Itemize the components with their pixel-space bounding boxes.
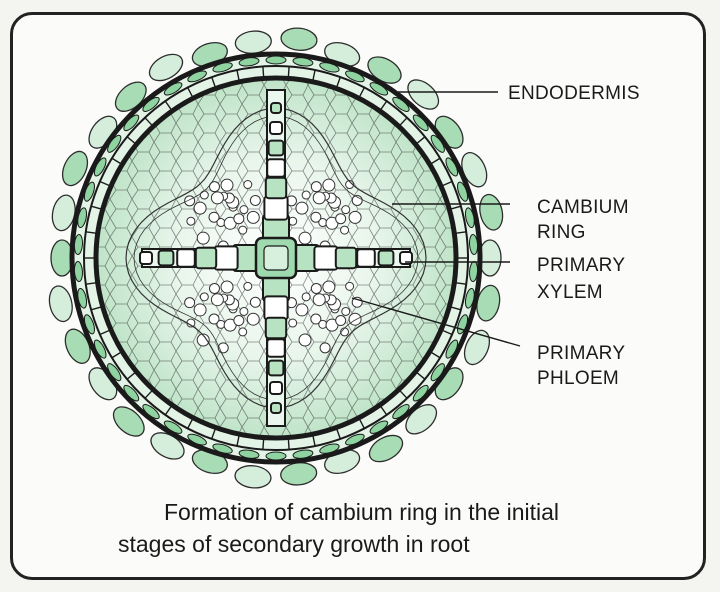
- epidermis-cell: [407, 79, 440, 110]
- epidermis-cell: [463, 329, 491, 366]
- caption-line1: Formation of cambium ring in the initial: [164, 499, 559, 525]
- epidermis-cell: [280, 27, 318, 51]
- epidermis-cell: [48, 285, 73, 323]
- label-phloem-line2: PHLOEM: [537, 368, 620, 389]
- epidermis-cell: [61, 150, 89, 187]
- label-cambium-line1: CAMBIUM: [537, 197, 629, 218]
- epidermis-cell: [148, 53, 184, 82]
- epidermis-cell: [234, 465, 272, 489]
- phloem-pointer: [351, 297, 521, 347]
- label-xylem-line2: XYLEM: [537, 282, 603, 303]
- phloem-clusters: [184, 178, 363, 354]
- label-endodermis: ENDODERMIS: [508, 83, 640, 104]
- epidermis-cell: [479, 193, 504, 231]
- primary-xylem-cross: [139, 89, 413, 427]
- cambium-ring: [125, 107, 427, 409]
- figure-caption: Formation of cambium ring in the initial…: [118, 496, 708, 560]
- caption-line2: stages of secondary growth in root: [118, 531, 470, 557]
- epidermis-cell: [112, 406, 145, 437]
- label-xylem-line1: PRIMARY: [537, 255, 626, 276]
- cambium-ring-inner: [133, 115, 419, 401]
- label-phloem-line1: PRIMARY: [537, 343, 626, 364]
- epidermis-cell: [234, 30, 272, 54]
- label-cambium-line2: RING: [537, 222, 586, 243]
- epidermis-cell: [280, 462, 318, 486]
- epidermis-cell: [368, 434, 404, 463]
